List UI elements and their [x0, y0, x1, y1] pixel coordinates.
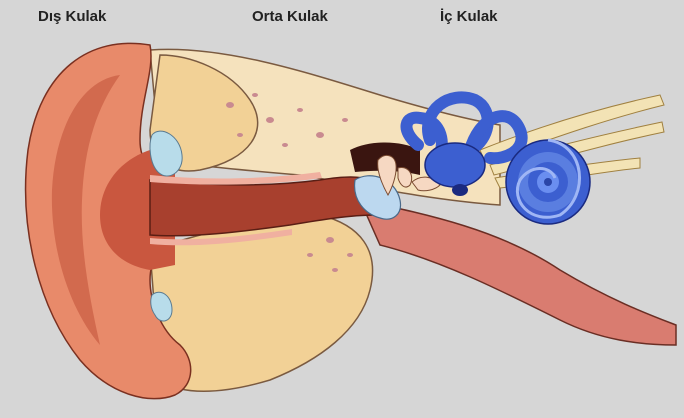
eustachian-tube	[360, 200, 676, 345]
oval-window	[452, 184, 468, 196]
cochlea	[506, 140, 590, 224]
vestibule	[425, 143, 485, 187]
